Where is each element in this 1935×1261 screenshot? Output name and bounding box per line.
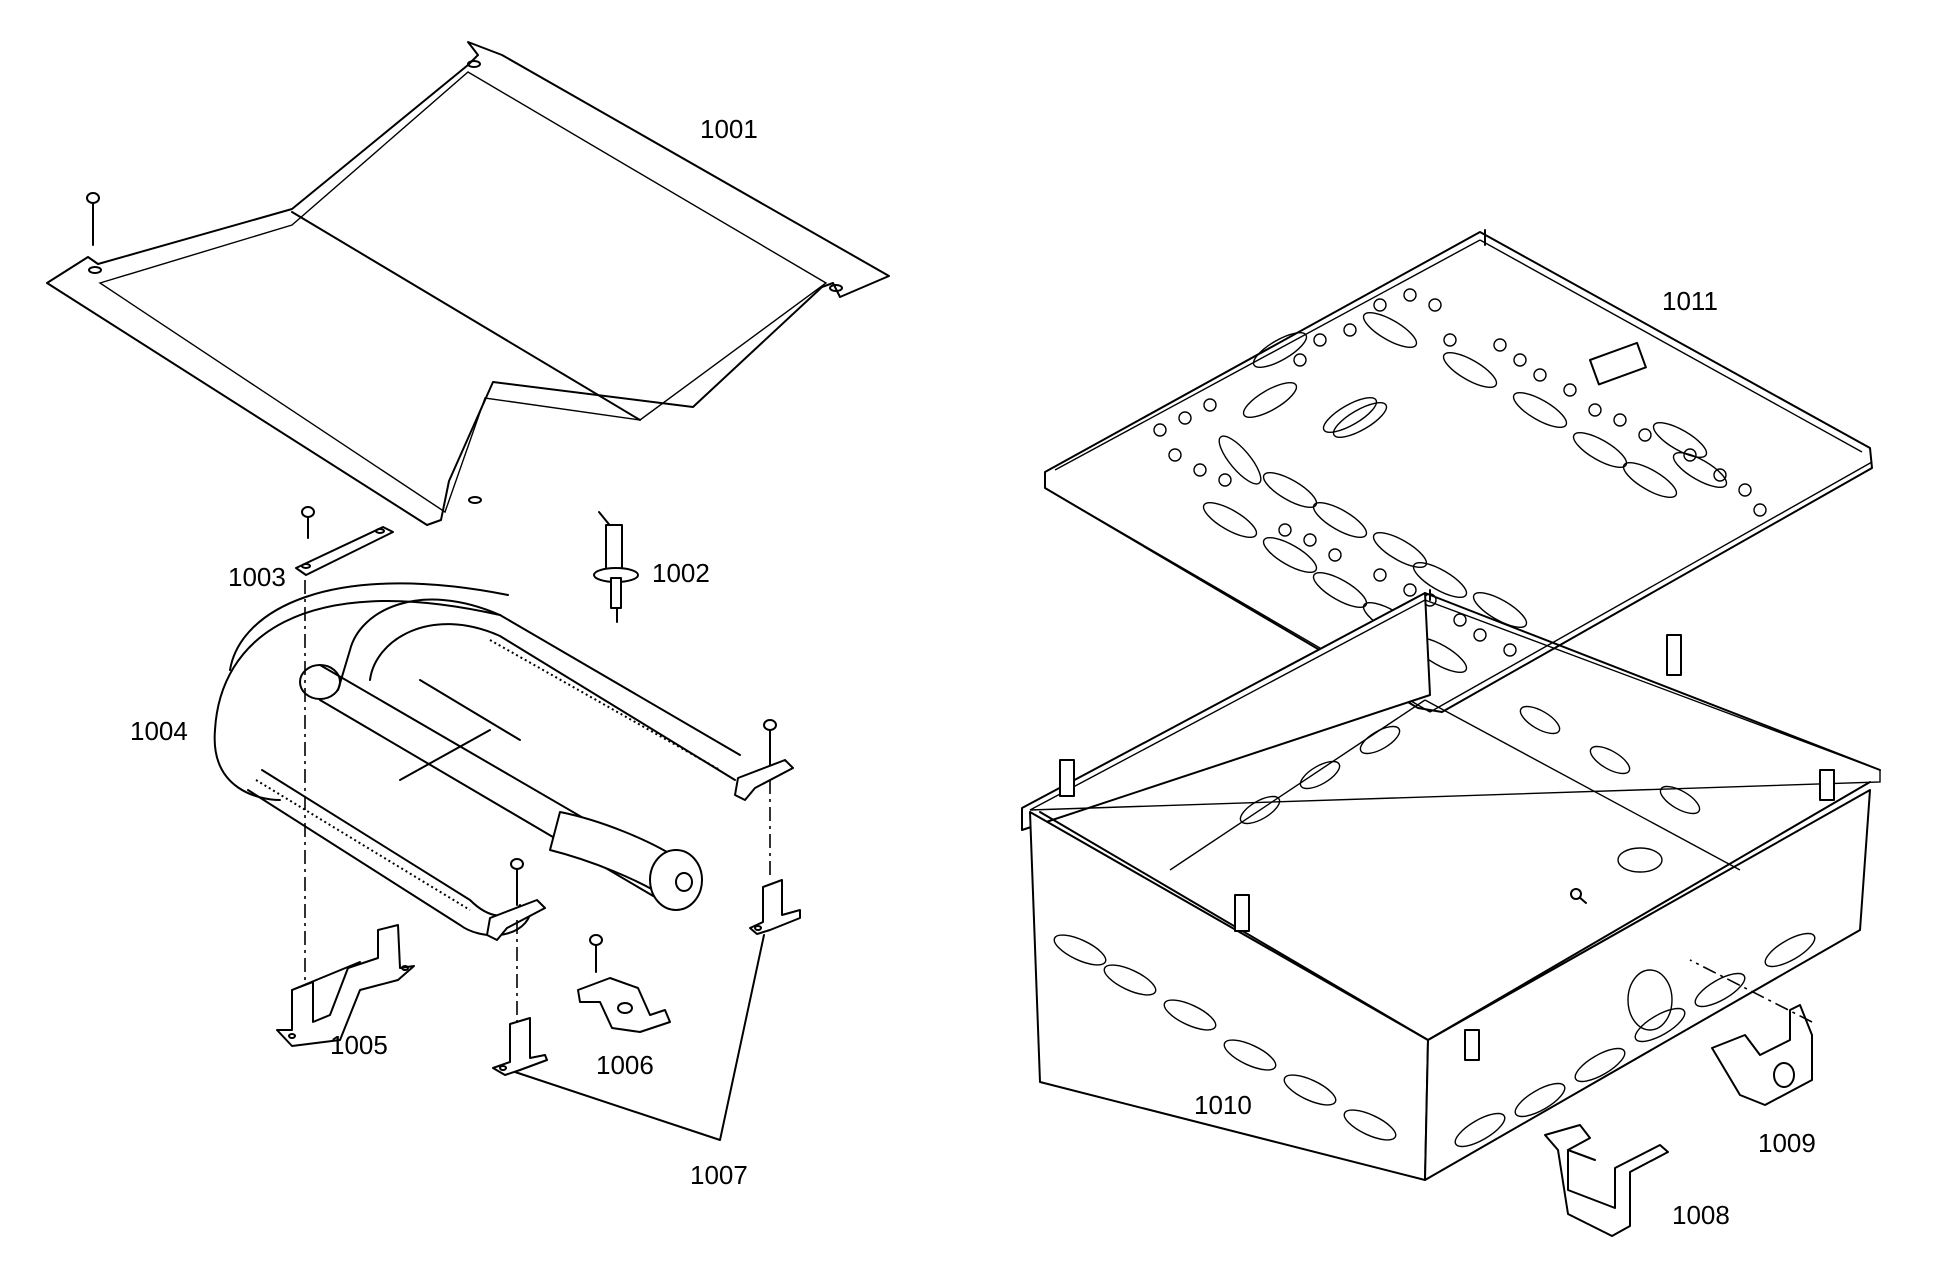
part-1001-heat-shield — [46, 41, 890, 526]
label-1004: 1004 — [130, 716, 188, 746]
label-1007: 1007 — [690, 1160, 748, 1190]
label-1005: 1005 — [330, 1030, 388, 1060]
part-1008-bracket — [1544, 1124, 1669, 1237]
label-1010: 1010 — [1194, 1090, 1252, 1120]
label-1003: 1003 — [228, 562, 286, 592]
part-1011-grate-plate — [1044, 229, 1873, 713]
part-1009-bracket — [1689, 959, 1813, 1106]
label-1011: 1011 — [1662, 286, 1718, 316]
label-1009: 1009 — [1758, 1128, 1816, 1158]
label-1001: 1001 — [700, 114, 758, 144]
part-1002-electrode — [593, 511, 639, 623]
label-1006: 1006 — [596, 1050, 654, 1080]
part-1006-bracket — [577, 934, 671, 1033]
part-1007-clip-a — [492, 1017, 548, 1076]
part-1005-bracket — [276, 924, 415, 1047]
label-1008: 1008 — [1672, 1200, 1730, 1230]
part-1007-leaders — [514, 780, 771, 1141]
part-1010-firebox — [1021, 589, 1881, 1181]
part-1003-strap — [295, 506, 394, 1010]
part-1007-clip-b — [749, 879, 801, 935]
label-1002: 1002 — [652, 558, 710, 588]
part-1004-burner — [213, 582, 794, 941]
